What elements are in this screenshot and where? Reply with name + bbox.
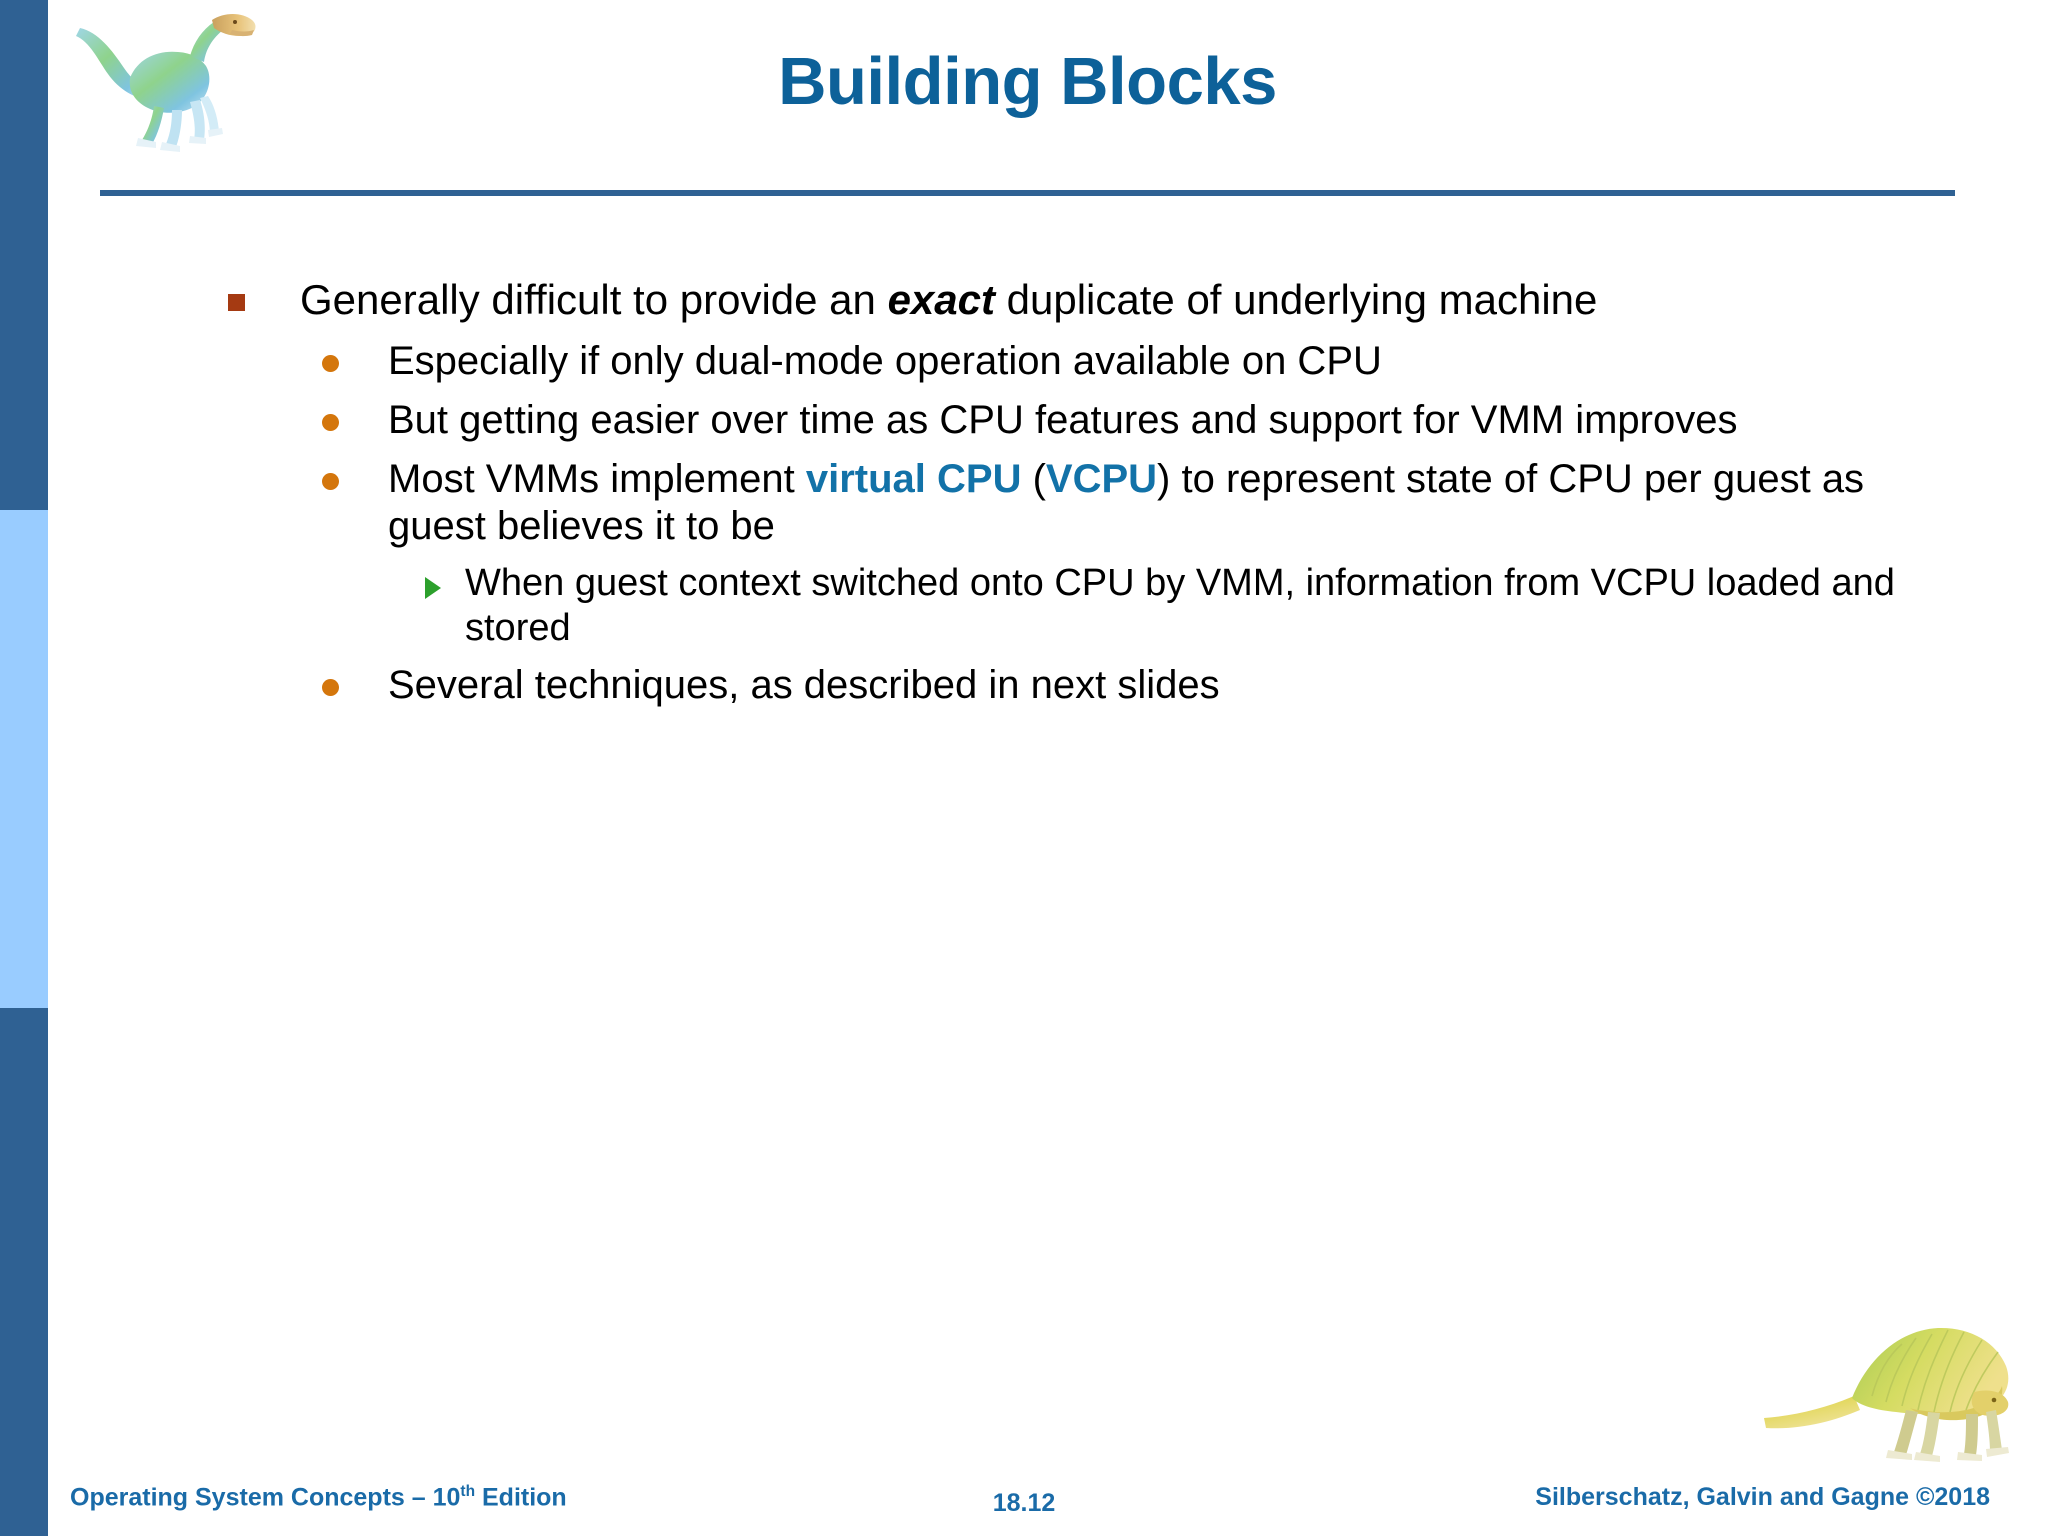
bullet-text-part: When guest context switched onto CPU by … bbox=[465, 562, 1895, 649]
round-bullet-icon bbox=[322, 679, 339, 697]
bullet-text-part: But getting easier over time as CPU feat… bbox=[388, 397, 1738, 442]
left-sidebar bbox=[0, 0, 48, 1536]
footer-edition-prefix: Operating System Concepts – 10 bbox=[70, 1483, 461, 1512]
bullet-text-part: Several techniques, as described in next… bbox=[388, 663, 1220, 708]
arrow-bullet-icon bbox=[425, 577, 441, 600]
bullet-text-part: ) to represent state of CPU per guest as… bbox=[388, 456, 1865, 548]
round-bullet-icon bbox=[322, 355, 339, 373]
bullet-text-part: Most VMMs implement bbox=[388, 456, 806, 501]
bullet-level2-item: Especially if only dual-mode operation a… bbox=[0, 338, 2048, 385]
footer-left-text: Operating System Concepts – 10th Edition bbox=[70, 1483, 567, 1512]
slide-title: Building Blocks bbox=[778, 44, 1277, 119]
sidebar-band-dark-bottom bbox=[0, 1008, 48, 1536]
slide-number: 18.12 bbox=[992, 1489, 1056, 1517]
footer-edition-suffix: Edition bbox=[475, 1483, 567, 1512]
bullet-level3-item: When guest context switched onto CPU by … bbox=[0, 561, 2048, 650]
slide-body: Generally difficult to provide an exact … bbox=[0, 275, 2048, 721]
footer-edition-ordinal: th bbox=[460, 1483, 476, 1500]
bullet-text-emphasis: exact bbox=[887, 276, 995, 323]
dinosaur-icon-bottom-right bbox=[1764, 1327, 2009, 1462]
bullet-level2-item: Several techniques, as described in next… bbox=[0, 662, 2048, 709]
bullet-text-part: Generally difficult to provide an bbox=[300, 276, 888, 323]
bullet-level2-item: Most VMMs implement virtual CPU (VCPU) t… bbox=[0, 456, 2048, 550]
bullet-level2-item: But getting easier over time as CPU feat… bbox=[0, 397, 2048, 444]
sidebar-band-light bbox=[0, 510, 48, 1008]
round-bullet-icon bbox=[322, 472, 339, 490]
title-underline-rule bbox=[100, 190, 1955, 196]
bullet-text-part: duplicate of underlying machine bbox=[994, 276, 1598, 323]
square-bullet-icon bbox=[228, 294, 245, 311]
bullet-text-highlight: virtual CPU bbox=[805, 456, 1022, 501]
footer-copyright: Silberschatz, Galvin and Gagne ©2018 bbox=[1535, 1483, 1990, 1511]
dinosaur-icon-top-left bbox=[76, 14, 256, 152]
bullet-level1-item: Generally difficult to provide an exact … bbox=[0, 275, 2048, 324]
bullet-text-part: Especially if only dual-mode operation a… bbox=[388, 339, 1382, 384]
sidebar-band-dark-top bbox=[0, 0, 48, 510]
round-bullet-icon bbox=[322, 413, 339, 431]
bullet-text-highlight: VCPU bbox=[1045, 456, 1158, 501]
bullet-text-part: ( bbox=[1021, 456, 1046, 501]
